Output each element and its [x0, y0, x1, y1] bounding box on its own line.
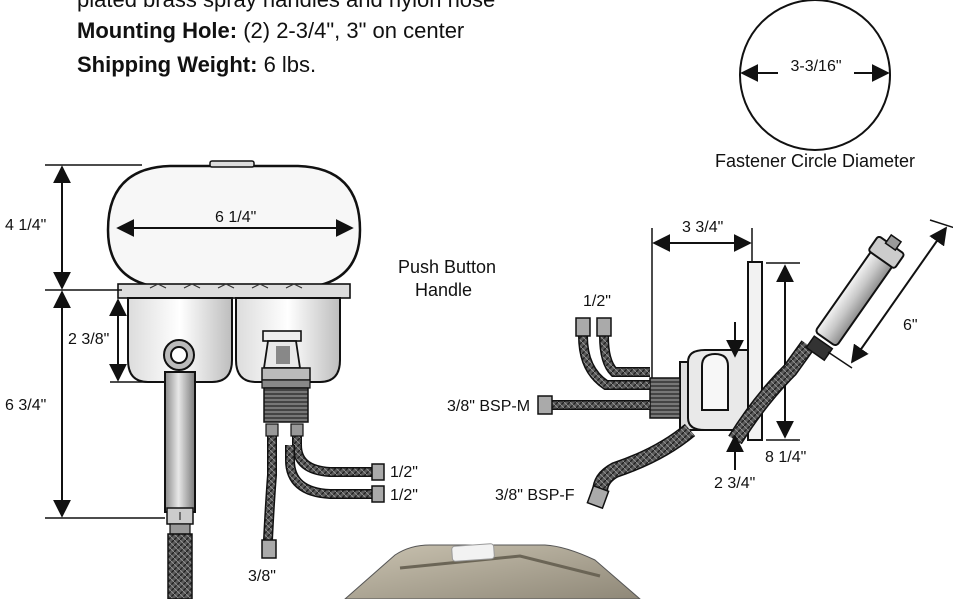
shipping-weight-label: Shipping Weight: [77, 52, 258, 77]
shipping-weight-value: 6 lbs. [257, 52, 317, 77]
mounting-hole-value: (2) 2-3/4", 3" on center [237, 18, 465, 43]
fastener-caption: Fastener Circle Diameter [715, 151, 915, 171]
right-assembly [537, 219, 953, 510]
fastener-diameter-label: 3-3/16" [790, 58, 841, 75]
width-label: 6 1/4" [215, 209, 256, 226]
plate-height-label: 8 1/4" [765, 449, 806, 466]
hose-label-3: 3/8" [248, 568, 276, 585]
left-assembly [45, 160, 385, 599]
hose-label-2: 1/2" [390, 487, 418, 504]
fastener-circle: 3-3/16" [739, 0, 891, 151]
product-photo-corner [344, 543, 641, 599]
handle-label: Handle [415, 280, 472, 300]
mounting-hole-label: Mounting Hole: [77, 18, 238, 43]
hose-label-1: 1/2" [390, 464, 418, 481]
hole-label: 2 3/4" [714, 475, 755, 492]
height-top-label: 4 1/4" [5, 217, 46, 234]
spec-line-materials: plated brass spray handles and nylon hos… [77, 0, 495, 13]
spec-line-mounting-hole: Mounting Hole: (2) 2-3/4", 3" on center [77, 17, 464, 44]
bsp-m-label: 3/8" BSP-M [447, 398, 530, 415]
depth-label: 3 3/4" [682, 219, 723, 236]
push-button-label: Push Button [398, 257, 496, 277]
height-bottom-label: 6 3/4" [5, 397, 46, 414]
bsp-f-label: 3/8" BSP-F [495, 487, 575, 504]
spec-line-shipping-weight: Shipping Weight: 6 lbs. [77, 51, 316, 78]
inlet-top-label: 1/2" [583, 293, 611, 310]
handle-length-label: 6" [903, 317, 918, 334]
cup-depth-label: 2 3/8" [68, 331, 109, 348]
